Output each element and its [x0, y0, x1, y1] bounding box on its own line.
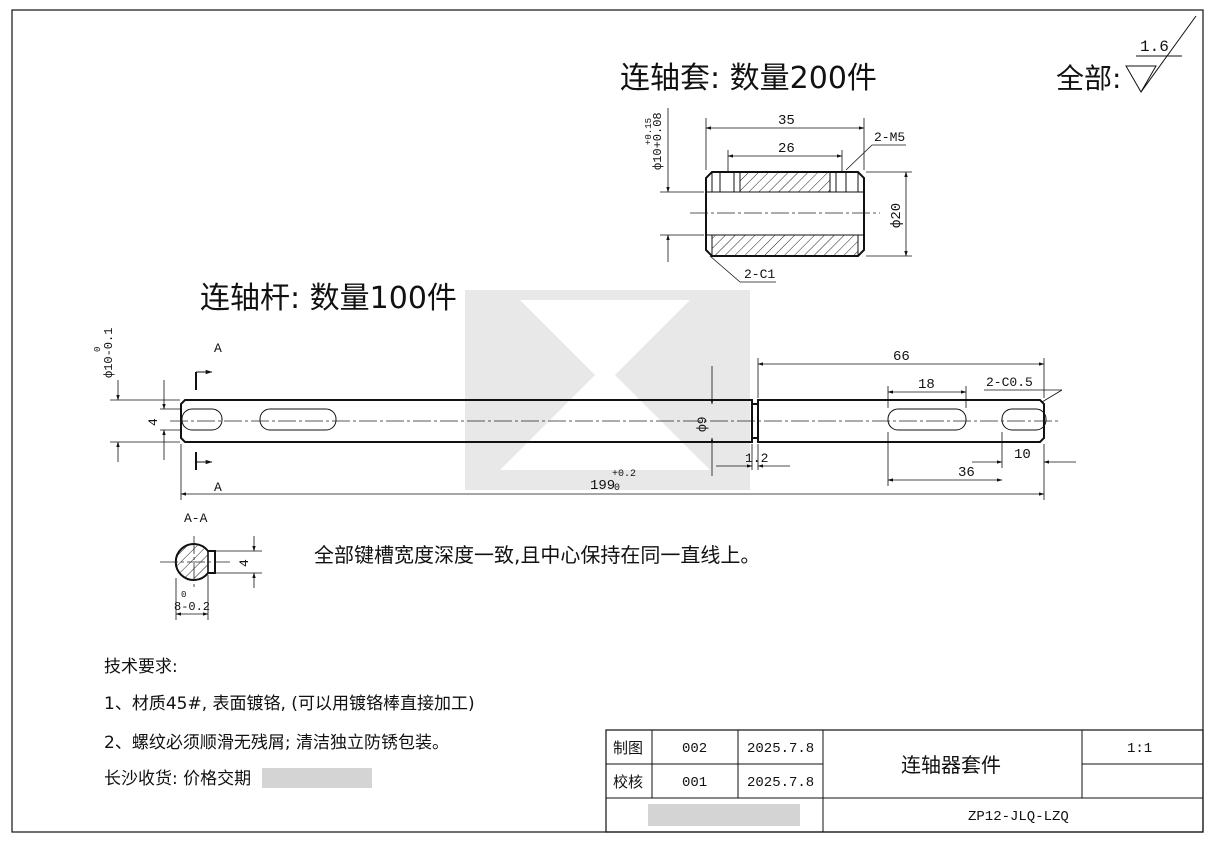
rod-neck-dia: ф9: [695, 416, 710, 432]
tb-date-1: 2025.7.8: [747, 741, 814, 757]
requirement-3: 长沙收货: 价格交期: [104, 769, 251, 789]
requirement-1: 1、材质45#, 表面镀铬, (可以用镀铬棒直接加工): [104, 694, 475, 714]
tb-role-1: 制图: [613, 739, 643, 757]
title-block: [605, 729, 1204, 833]
tb-date-2: 2025.7.8: [747, 775, 814, 791]
rod-dim-10: 10: [1014, 447, 1031, 463]
tb-role-2: 校核: [613, 773, 643, 791]
sleeve-dim-length: 35: [778, 113, 795, 129]
sleeve-chamfer: 2-C1: [744, 267, 775, 282]
sleeve-thread-label: 2-M5: [874, 130, 905, 145]
rod-dim-18: 18: [918, 377, 935, 393]
section-dim-4: 4: [237, 559, 252, 567]
rod-dim-66: 66: [893, 349, 910, 365]
sleeve-dia-outer: ф20: [889, 203, 905, 228]
tb-part-name: 连轴器套件: [901, 753, 1001, 777]
redacted-text: [262, 768, 372, 788]
tb-num-1: 002: [682, 741, 707, 757]
tb-drawing-no: ZP12-JLQ-LZQ: [968, 809, 1069, 825]
tb-scale: 1:1: [1127, 741, 1152, 757]
sleeve-dia-inner: ф10+0.08: [651, 112, 665, 170]
sleeve-drawing: [660, 108, 912, 283]
sleeve-dim-inner: 26: [778, 141, 795, 157]
requirement-2: 2、螺纹必须顺滑无残屑; 清洁独立防锈包装。: [104, 733, 449, 753]
sleeve-dia-inner-upper: +0.15: [644, 118, 654, 145]
rod-drawing: [110, 358, 1076, 500]
rod-total-length: 199: [590, 478, 615, 494]
rod-neck-len: 1.2: [745, 451, 768, 466]
watermark-logo: [465, 290, 750, 490]
tb-num-2: 001: [682, 775, 707, 791]
roughness-symbol-icon: [1125, 15, 1197, 94]
keyway-note: 全部键槽宽度深度一致,且中心保持在同一直线上。: [314, 543, 760, 567]
section-dim-8-upper: 0: [181, 590, 186, 600]
section-drawing: [160, 536, 262, 620]
sleeve-title: 连轴套: 数量200件: [620, 61, 877, 96]
rod-total-tol-upper: +0.2: [612, 469, 636, 480]
surface-label: 全部:: [1056, 62, 1121, 95]
rod-dia-upper: 0: [93, 347, 103, 352]
section-dim-8: 8-0.2: [174, 600, 210, 614]
section-label: A-A: [184, 511, 208, 526]
rod-total-tol-lower: 0: [614, 483, 620, 494]
surface-value: 1.6: [1140, 38, 1169, 56]
rod-dia: ф10-0.1: [102, 328, 116, 378]
redacted-company: [648, 804, 800, 826]
requirements-heading: 技术要求:: [104, 657, 178, 677]
rod-dim-36: 36: [958, 465, 975, 481]
rod-slot-width: 4: [146, 418, 161, 426]
rod-chamfer: 2-C0.5: [986, 375, 1033, 390]
rod-section-mark-bottom: A: [214, 480, 222, 495]
rod-title: 连轴杆: 数量100件: [200, 281, 457, 316]
rod-section-mark-top: A: [214, 341, 222, 356]
